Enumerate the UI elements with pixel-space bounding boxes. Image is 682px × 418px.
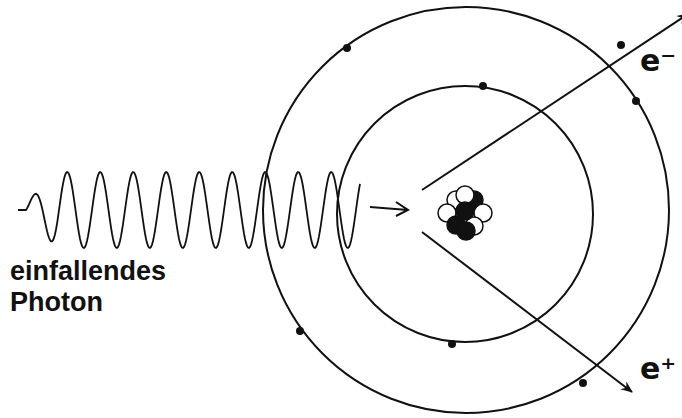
positron-label: e⁺ (640, 352, 676, 386)
nucleus (438, 186, 492, 240)
electrons (296, 41, 640, 387)
photon-arrow (370, 202, 408, 216)
electron-track (422, 14, 682, 190)
positron-track (422, 232, 632, 392)
electron-label: e⁻ (640, 44, 676, 78)
photon-label: einfallendes Photon (10, 256, 210, 318)
inner-shell (337, 86, 593, 342)
photon-wave (18, 172, 360, 248)
